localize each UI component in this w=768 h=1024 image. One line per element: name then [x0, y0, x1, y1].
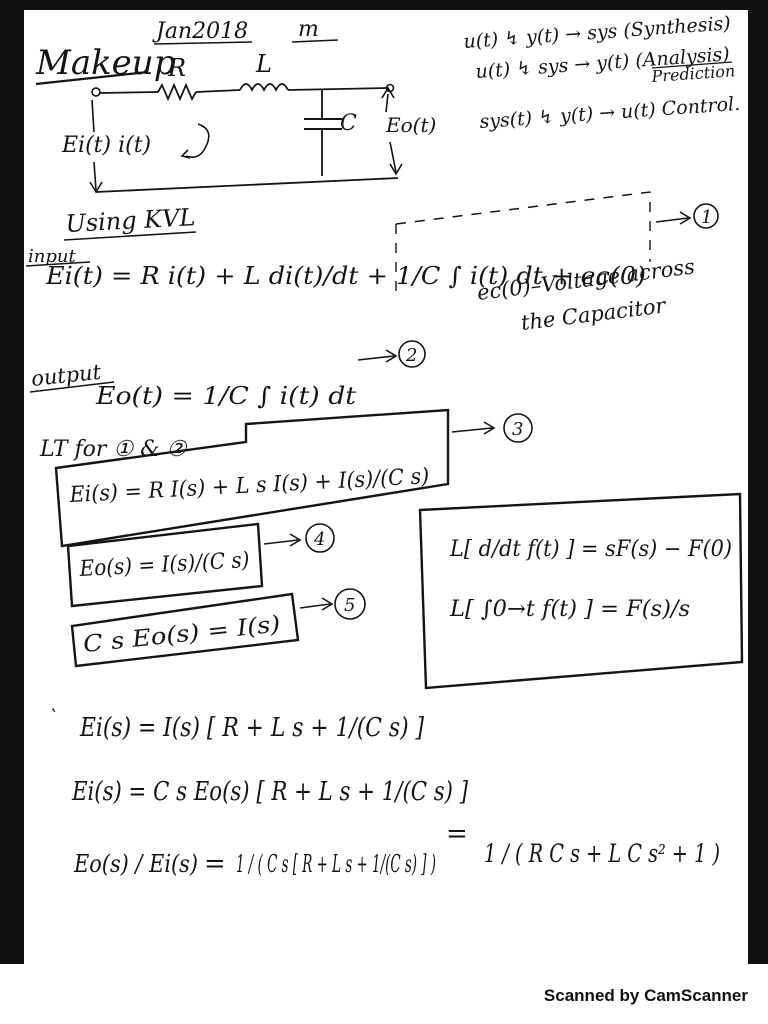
derivation-step-2: Ei(s) = C s Eo(s) [ R + L s + 1/(C s) ]: [71, 777, 469, 807]
kvl-underline: [63, 231, 197, 241]
eq5-number: 5: [344, 595, 355, 616]
dashed-bracket: [395, 191, 651, 298]
output-tag-underline: [29, 381, 115, 393]
output-voltage-label: Eo(t): [385, 113, 436, 137]
eq2-arrow: [357, 355, 395, 361]
transfer-function-lhs: Eo(s) / Ei(s): [73, 850, 198, 878]
scanner-footer: Scanned by CamScanner: [0, 964, 768, 1024]
input-tag: input: [28, 246, 76, 267]
resistor-label: R: [167, 54, 186, 82]
inductor-symbol: [239, 83, 289, 93]
transfer-function-result: 1 / ( R C s + L C s² + 1 ): [484, 839, 720, 868]
rlc-circuit: [89, 82, 403, 194]
eq5-equation: C s Eo(s) = I(s): [82, 611, 282, 658]
eq1-circle: [693, 203, 719, 229]
scan-border-left: [0, 0, 24, 964]
eq2-circle: [398, 340, 426, 368]
eq4-circle: [305, 523, 335, 553]
equals-sign-2: =: [446, 819, 468, 849]
current-loop-arrow: [185, 123, 210, 158]
note-control: sys(t) ↯ y(t) → u(t) Control.: [479, 93, 741, 133]
eq1-number: 1: [701, 207, 712, 228]
eq3-number: 3: [512, 419, 523, 440]
eq3-arrow: [451, 427, 493, 433]
title-underline: [35, 70, 149, 86]
input-voltage-label: Ei(t) i(t): [61, 133, 151, 158]
inductor-label: L: [255, 50, 272, 78]
integral-rule: L[ ∫0→t f(t) ] = F(s)/s: [449, 597, 690, 622]
initial-underline: [291, 39, 339, 43]
laplace-rules-box: [418, 492, 744, 690]
eq1-arrow: [655, 217, 689, 223]
kvl-equation: Ei(t) = R i(t) + L di(t)/dt + 1/C ∫ i(t)…: [45, 262, 646, 290]
scan-border-right: [748, 0, 768, 964]
scanner-watermark: Scanned by CamScanner: [543, 986, 748, 1005]
capacitor-label: C: [340, 111, 357, 136]
input-tag-underline: [25, 261, 91, 267]
capacitor-voltage-note-2: the Capacitor: [520, 293, 669, 335]
page-date: Jan2018: [152, 19, 248, 44]
scan-border-top: [0, 0, 768, 10]
eq2-number: 2: [405, 345, 417, 366]
eq4-number: 4: [313, 529, 325, 550]
eq4-box: [66, 522, 264, 608]
derivation-tick: `: [48, 705, 58, 729]
eq3-box: [54, 408, 450, 548]
eq4-equation: Eo(s) = I(s)/(C s): [78, 548, 250, 582]
output-tag: output: [30, 360, 103, 391]
page-initial: m: [298, 17, 319, 42]
kvl-heading: Using KVL: [65, 203, 196, 238]
eq5-circle: [334, 588, 366, 620]
eq3-circle: [503, 413, 533, 443]
output-equation: Eo(t) = 1/C ∫ i(t) dt: [95, 382, 357, 410]
eq3-equation: Ei(s) = R I(s) + L s I(s) + I(s)/(C s): [68, 464, 430, 508]
resistor-symbol: [157, 82, 197, 102]
lt-heading: LT for ① & ②: [39, 437, 188, 462]
transfer-function-middle: 1 / ( C s [ R + L s + 1/(C s) ] ): [236, 850, 436, 878]
handwritten-notes: Makeup Jan2018 m R L u(t) ↯ y(t) → sys (…: [25, 12, 744, 879]
eq5-box: [70, 592, 300, 668]
date-underline: [153, 41, 253, 45]
equals-sign-1: =: [204, 849, 226, 879]
prediction-overline: [651, 61, 733, 69]
eq4-arrow: [263, 539, 299, 545]
derivative-rule: L[ d/dt f(t) ] = sF(s) − F(0): [449, 537, 732, 562]
derivation-step-1: Ei(s) = I(s) [ R + L s + 1/(C s) ]: [79, 713, 425, 743]
eq5-arrow: [299, 603, 331, 609]
